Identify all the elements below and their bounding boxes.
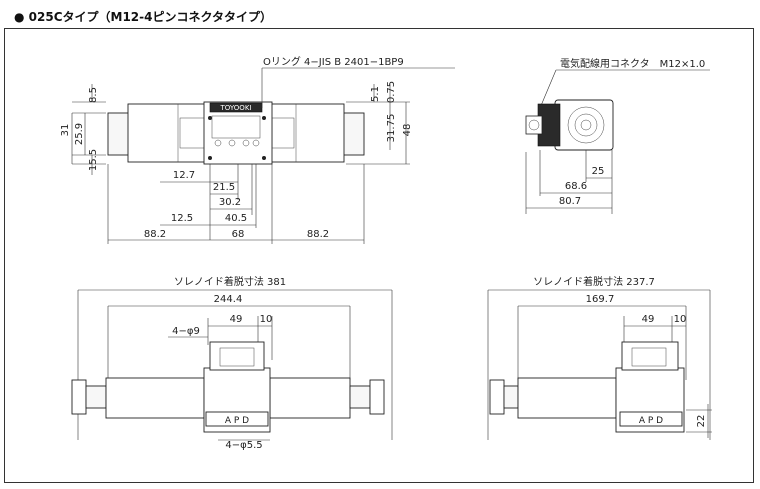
removal-label-right: ソレノイド着脱寸法 237.7	[533, 275, 655, 288]
dim-68-6: 68.6	[565, 181, 587, 192]
dim-49-right: 49	[642, 314, 655, 325]
right-solenoid	[269, 103, 345, 163]
left-end-cap	[107, 112, 131, 156]
dim-5-1: 5.1	[370, 86, 381, 102]
top-view: TOYOOKI Oリング 4−JIS B 2401−1BP9 8.5 31 25…	[60, 55, 455, 244]
left-coil-front	[105, 377, 205, 419]
side-view: 電気配線用コネクタ M12×1.0 25 68.6 80.7	[525, 57, 710, 214]
dim-40-5: 40.5	[225, 213, 247, 224]
plate-label-right: A P D	[639, 416, 663, 426]
dim-30-2: 30.2	[219, 197, 241, 208]
dim-0-75: 0.75	[386, 81, 397, 103]
dim-25: 25	[592, 166, 605, 177]
dim-31-75: 31.75	[386, 114, 397, 143]
dim-48: 48	[402, 124, 413, 137]
dim-49-left: 49	[230, 314, 243, 325]
left-end-cap-front	[71, 379, 87, 415]
port-plate-r	[619, 411, 683, 427]
dim-21-5: 21.5	[213, 182, 235, 193]
plate-label-left: A P D	[225, 416, 249, 426]
right-end-cap	[341, 112, 365, 156]
oring-label: Oリング 4−JIS B 2401−1BP9	[263, 55, 404, 68]
dim-68: 68	[232, 229, 245, 240]
front-view-left: ソレノイド着脱寸法 381 244.4 49 10 4−φ9	[71, 275, 393, 451]
connector-head	[209, 341, 265, 371]
dim-244-4: 244.4	[214, 294, 243, 305]
dim-10-right: 10	[674, 314, 687, 325]
brand-label: TOYOOKI	[220, 104, 252, 112]
right-end-cap-front	[369, 379, 385, 415]
drawing-frame	[4, 28, 754, 483]
dim-8-5: 8.5	[88, 87, 99, 103]
coil-housing	[554, 99, 614, 151]
coil-front-r	[517, 377, 617, 419]
dim-88-2-left: 88.2	[144, 229, 166, 240]
left-end-cap-front-r	[489, 379, 505, 415]
front-view-right: ソレノイド着脱寸法 237.7 169.7 49 10 A P D	[487, 275, 712, 440]
dim-169-7: 169.7	[586, 294, 615, 305]
dim-22: 22	[696, 415, 707, 428]
dim-31: 31	[60, 124, 71, 137]
valve-body	[203, 101, 273, 165]
dim-12-5: 12.5	[171, 213, 193, 224]
connector-head-r	[621, 341, 679, 371]
dim-15-5: 15.5	[88, 149, 99, 171]
connector-label: 電気配線用コネクタ M12×1.0	[560, 57, 705, 70]
right-coil-front	[269, 377, 351, 419]
removal-label-left: ソレノイド着脱寸法 381	[174, 275, 286, 288]
left-solenoid	[127, 103, 209, 163]
dim-88-2-right: 88.2	[307, 229, 329, 240]
dim-80-7: 80.7	[559, 196, 581, 207]
dim-10-left: 10	[260, 314, 273, 325]
hole-label-top-left: 4−φ9	[172, 326, 200, 337]
page-title: ● 025Cタイプ（M12-4ピンコネクタタイプ）	[14, 10, 272, 24]
dim-12-7: 12.7	[173, 170, 195, 181]
hole-label-bottom-left: 4−φ5.5	[225, 440, 262, 451]
port-plate	[205, 411, 269, 427]
dim-25-9: 25.9	[74, 123, 85, 145]
